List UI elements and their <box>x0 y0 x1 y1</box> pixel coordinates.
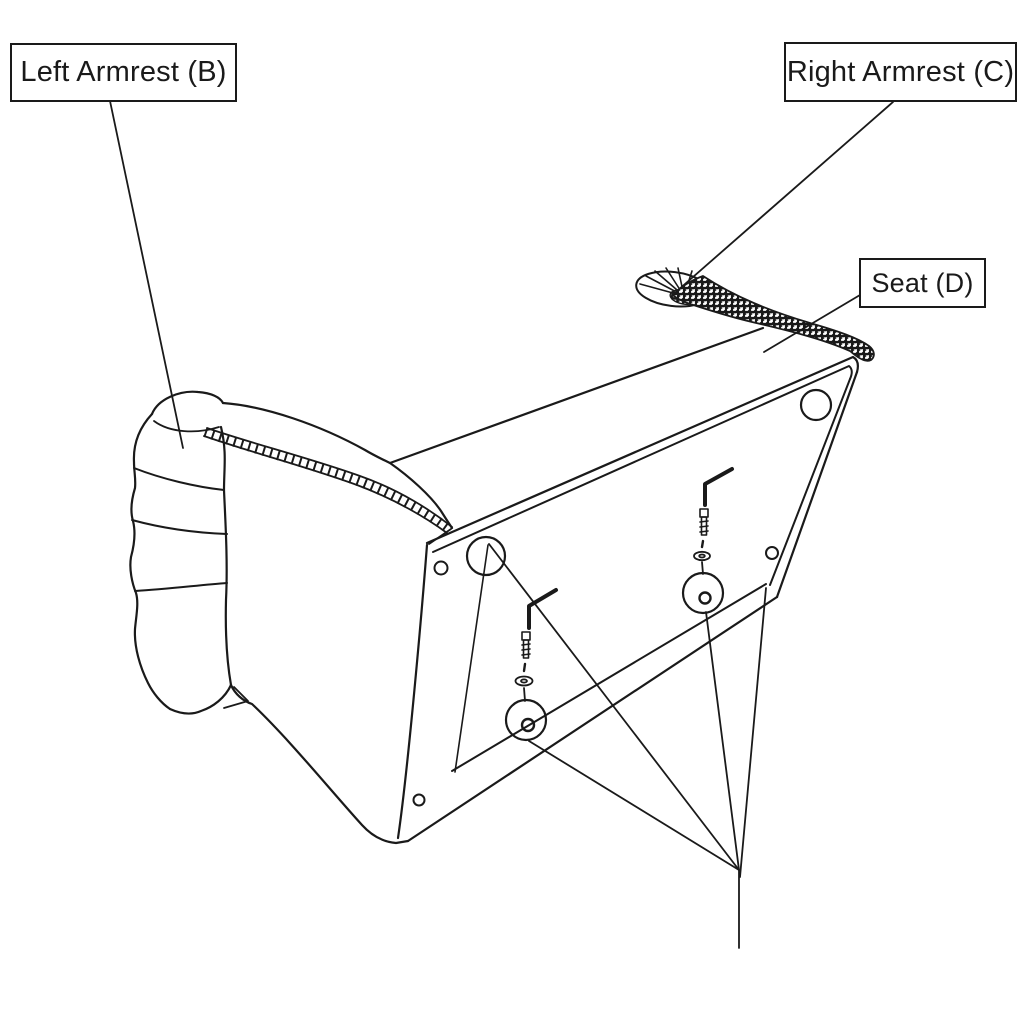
panel-right-edge-outer <box>775 370 859 599</box>
left-armrest-drawing <box>129 390 454 715</box>
hole-guide-line <box>454 544 489 773</box>
bolt-hole-right <box>681 571 725 615</box>
allen-key-right <box>703 467 734 507</box>
washer-right <box>693 550 711 562</box>
bolt-assembly-right <box>681 467 734 615</box>
panel-right-edge-inner <box>769 378 851 586</box>
bolt-right <box>699 508 709 549</box>
armrest-cap-rim <box>153 420 220 433</box>
panel-bottom-edge <box>406 595 779 843</box>
leader-bolt-left <box>528 740 740 871</box>
washer-link-left <box>523 687 526 702</box>
callout-right-armrest-label: Right Armrest (C) <box>786 55 1015 88</box>
leader-bolt-right <box>705 611 740 871</box>
welt-stitch-ticks <box>203 427 453 535</box>
mounting-hole-front-right <box>799 388 833 422</box>
seat-deck-back-edge <box>388 326 765 465</box>
callout-seat: Seat (D) <box>859 258 986 308</box>
screw-hole <box>433 560 449 576</box>
bolt-left <box>521 631 531 673</box>
callout-seat-label: Seat (D) <box>871 267 974 298</box>
armrest-segment-line <box>133 467 225 491</box>
armrest-cap-outline <box>150 390 225 416</box>
leader-lines <box>109 100 894 949</box>
washer-left <box>514 675 534 687</box>
welt-lower-line <box>203 435 448 534</box>
armrest-back-sweep <box>221 401 454 530</box>
armrest-segment-line <box>134 582 228 592</box>
bolt-assembly-left <box>504 588 558 742</box>
screw-hole <box>412 793 426 807</box>
leader-seat <box>763 294 861 353</box>
callout-left-armrest-label: Left Armrest (B) <box>20 56 227 88</box>
leader-left-armrest <box>109 100 184 449</box>
armrest-fold-line <box>223 686 249 709</box>
bolt-hole-right-center <box>698 591 712 605</box>
bolt-hole-left <box>504 698 548 742</box>
panel-bottom-inset-line <box>451 583 767 772</box>
callout-right-armrest: Right Armrest (C) <box>784 42 1017 102</box>
callout-left-armrest: Left Armrest (B) <box>10 43 237 102</box>
bolt-tip-left <box>522 662 527 673</box>
screw-hole <box>765 546 779 560</box>
leader-hole-front-left <box>488 543 740 871</box>
right-armrest-drawing <box>635 267 875 362</box>
seat-underside-drawing <box>229 326 859 845</box>
armrest-outer-edge <box>129 412 172 711</box>
armrest-welt-body <box>672 275 875 362</box>
allen-key-left <box>527 588 558 630</box>
panel-top-edge-outer <box>425 355 859 545</box>
panel-top-edge-inner <box>432 365 853 553</box>
armrest-bottom-edge <box>168 683 233 715</box>
bolt-tip-right <box>700 539 705 549</box>
armrest-inner-edge <box>219 425 233 687</box>
armrest-segment-line <box>131 519 228 535</box>
bolt-hole-left-center <box>520 717 536 733</box>
leader-right-armrest <box>676 101 894 292</box>
panel-left-edge <box>396 543 429 840</box>
leader-corner-right <box>739 587 767 878</box>
seat-skirt-curve <box>229 683 410 845</box>
mounting-hole-front-left <box>465 535 507 577</box>
